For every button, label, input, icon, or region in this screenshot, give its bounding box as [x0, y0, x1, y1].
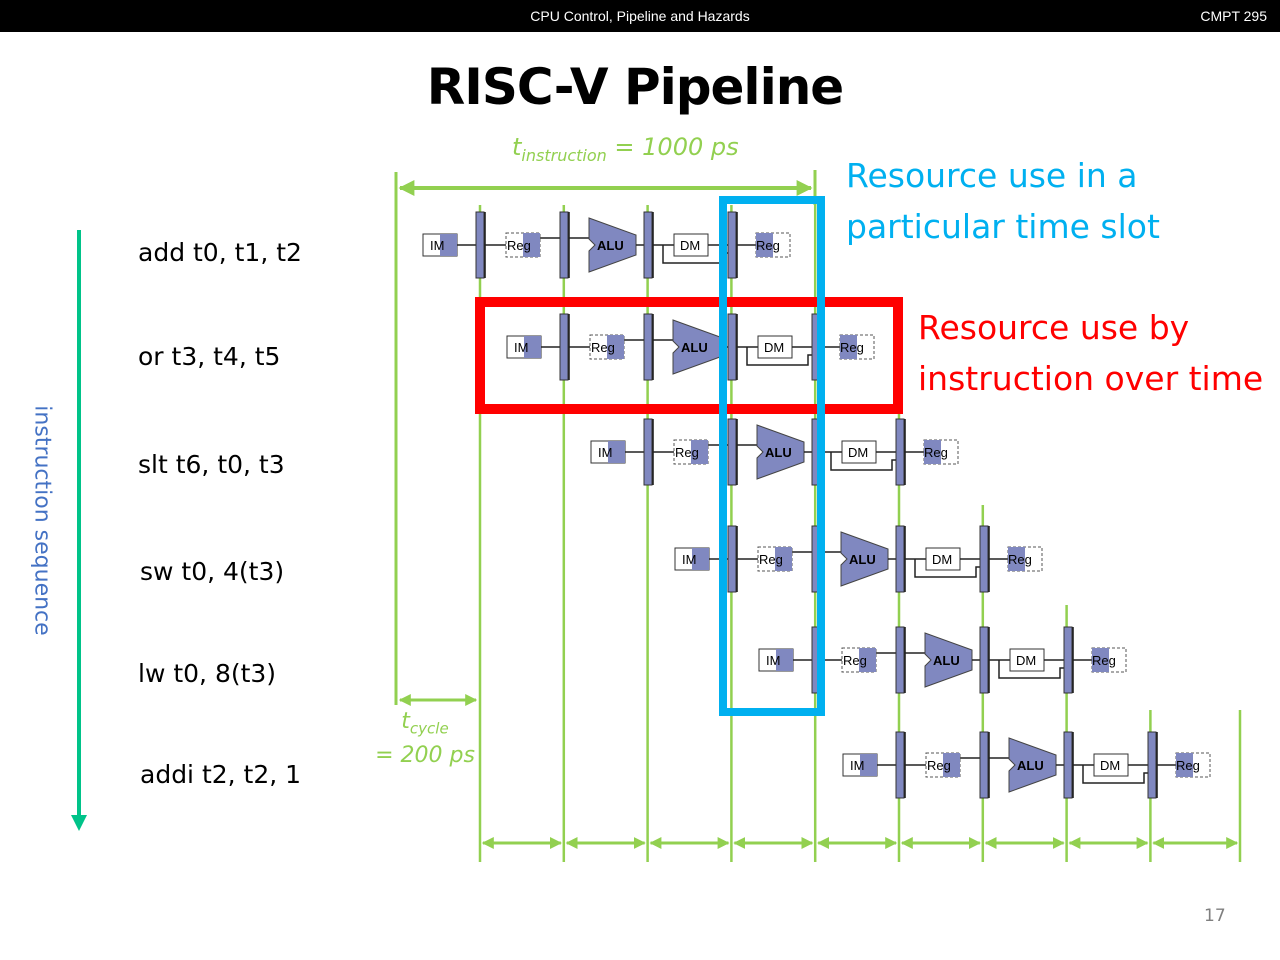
alu-shape [1008, 737, 1057, 793]
annotation-line: Resource use in a [846, 156, 1138, 195]
t-cycle-subscript: cycle [409, 719, 449, 738]
course-code: CMPT 295 [1200, 8, 1267, 24]
slide-title: RISC-V Pipeline [426, 58, 844, 116]
pipeline-register [1063, 731, 1073, 799]
pipeline-register [727, 211, 737, 279]
pipeline-register [895, 418, 905, 486]
bypass-wire [1082, 765, 1148, 784]
reg-read-label: Reg [591, 340, 615, 355]
reg-read-label: Reg [927, 758, 951, 773]
reg-write-label: Reg [924, 445, 948, 460]
dm-label: DM [848, 445, 868, 460]
reg-write-label: Reg [1008, 552, 1032, 567]
reg-write-label: Reg [840, 340, 864, 355]
alu-shape [840, 531, 889, 587]
bypass-wire [998, 660, 1064, 679]
t-instruction-value: = 1000 ps [606, 133, 739, 161]
bypass-wire [830, 452, 896, 471]
annotation-line: Resource use by [918, 308, 1190, 347]
reg-read-label: Reg [507, 238, 531, 253]
pipeline-register [727, 525, 737, 593]
dm-label: DM [1100, 758, 1120, 773]
pipeline-register [895, 731, 905, 799]
alu-label: ALU [765, 445, 792, 460]
alu-shape [588, 217, 637, 273]
t-instruction-label: tinstruction = 1000 ps [512, 133, 739, 165]
im-label: IM [598, 445, 612, 460]
pipeline-register [559, 211, 569, 279]
alu-label: ALU [849, 552, 876, 567]
blue-highlight-box [719, 196, 825, 716]
pipeline-row: IM Reg ALU DM Reg [422, 211, 791, 279]
t-cycle-label: tcycle = 200 ps [375, 708, 475, 770]
pipeline-row: IM Reg ALU DM Reg [842, 731, 1211, 799]
pipeline-register [643, 313, 653, 381]
pipeline-row: IM Reg ALU DM Reg [758, 626, 1127, 694]
t-symbol: t [512, 133, 522, 161]
alu-label: ALU [933, 653, 960, 668]
reg-read-label: Reg [843, 653, 867, 668]
instruction-label: or t3, t4, t5 [138, 342, 281, 371]
t-instruction-subscript: instruction [521, 145, 607, 165]
reg-write-label: Reg [756, 238, 780, 253]
page-number: 17 [1204, 906, 1226, 926]
reg-write-label: Reg [1092, 653, 1116, 668]
pipeline-register [643, 418, 653, 486]
pipeline-register [727, 313, 737, 381]
course-title: CPU Control, Pipeline and Hazards [530, 8, 750, 24]
dm-label: DM [1016, 653, 1036, 668]
instruction-sequence-arrow [71, 230, 87, 831]
im-label: IM [430, 238, 444, 253]
alu-label: ALU [1017, 758, 1044, 773]
pipeline-register [895, 525, 905, 593]
alu-label: ALU [681, 340, 708, 355]
pipeline-row: IM Reg ALU DM Reg [674, 525, 1043, 593]
annotation-line: instruction over time [918, 359, 1264, 398]
im-label: IM [766, 653, 780, 668]
annotation-line: particular time slot [846, 207, 1160, 246]
instruction-label: addi t2, t2, 1 [140, 760, 302, 789]
pipeline-row: IM Reg ALU DM Reg [590, 418, 959, 486]
slide-header: CPU Control, Pipeline and Hazards CMPT 2… [0, 0, 1280, 32]
pipeline-register [979, 731, 989, 799]
highlights [475, 196, 903, 716]
alu-shape [924, 632, 973, 688]
t-cycle-value: = 200 ps [375, 743, 475, 769]
pipeline-register [979, 525, 989, 593]
pipeline-register [475, 211, 485, 279]
im-label: IM [850, 758, 864, 773]
im-label: IM [514, 340, 528, 355]
pipeline-register [559, 313, 569, 381]
im-label: IM [682, 552, 696, 567]
time-slot-annotation: Resource use in a particular time slot [846, 150, 1160, 252]
reg-read-label: Reg [675, 445, 699, 460]
red-highlight-box [475, 297, 903, 414]
dm-label: DM [764, 340, 784, 355]
t-symbol: t [401, 709, 410, 734]
sequence-label-text: instruction sequence [29, 405, 55, 636]
pipeline-register [979, 626, 989, 694]
pipeline-register [1063, 626, 1073, 694]
bypass-wire [914, 559, 980, 578]
pipeline-register [643, 211, 653, 279]
instruction-label: slt t6, t0, t3 [138, 450, 285, 479]
instruction-label: sw t0, 4(t3) [140, 557, 285, 586]
alu-label: ALU [597, 238, 624, 253]
bypass-wire [746, 347, 812, 366]
instruction-over-time-annotation: Resource use by instruction over time [918, 302, 1263, 404]
reg-read-label: Reg [759, 552, 783, 567]
pipeline-register [727, 418, 737, 486]
dm-label: DM [932, 552, 952, 567]
pipeline-register [1147, 731, 1157, 799]
reg-write-label: Reg [1176, 758, 1200, 773]
alu-shape [756, 424, 805, 480]
dm-label: DM [680, 238, 700, 253]
instruction-label: add t0, t1, t2 [138, 238, 302, 267]
pipeline-register [895, 626, 905, 694]
instruction-label: lw t0, 8(t3) [138, 659, 277, 688]
